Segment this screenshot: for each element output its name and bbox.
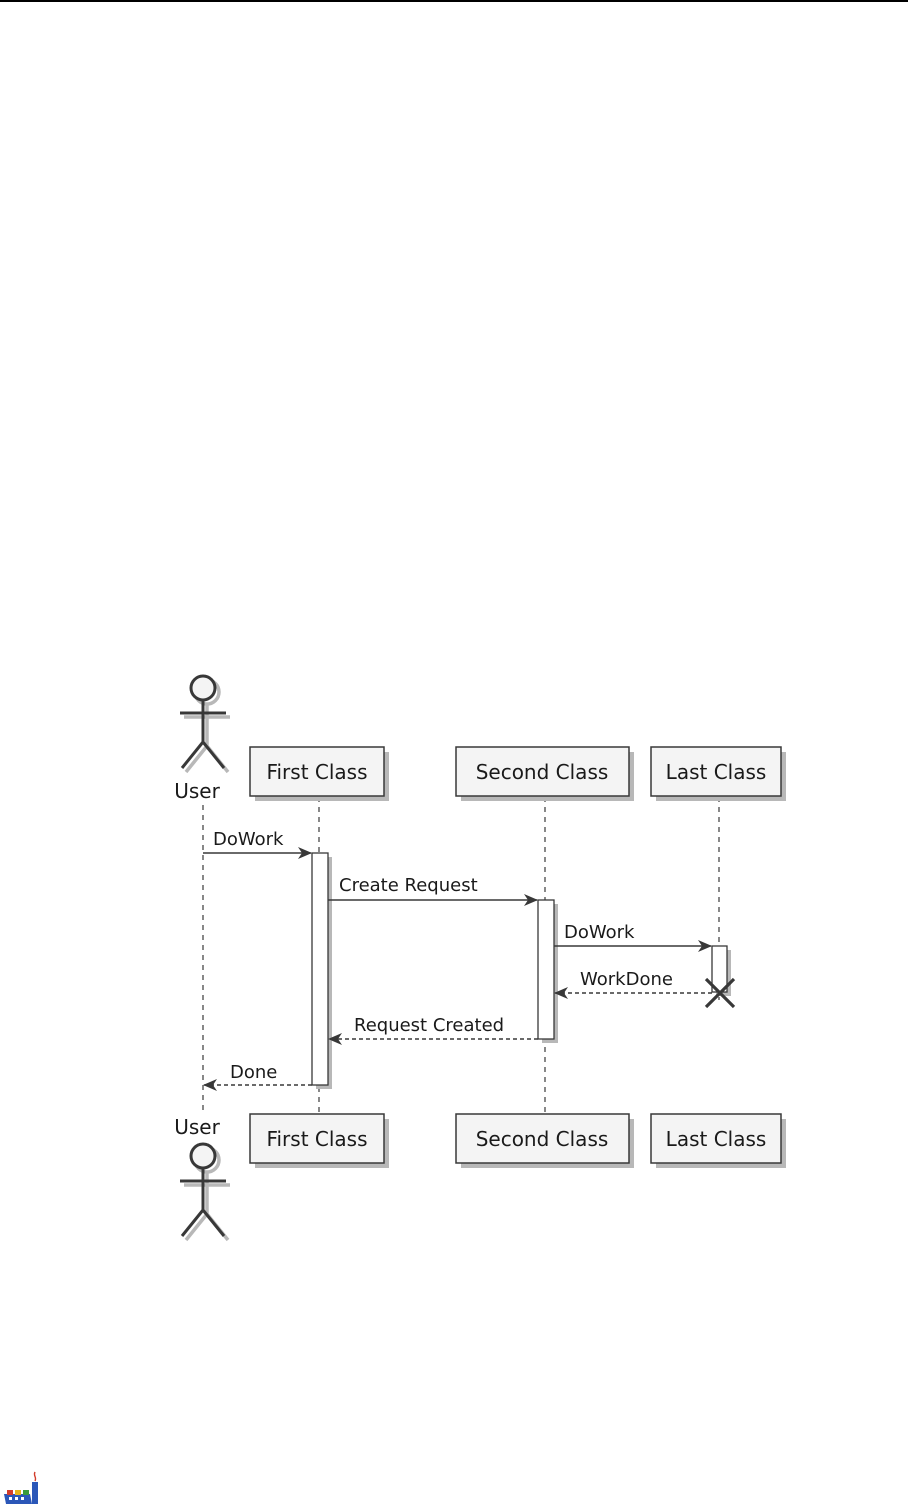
message-label: DoWork — [564, 922, 635, 943]
message-label: Request Created — [354, 1015, 504, 1036]
actor-label-user-top: User — [174, 779, 220, 803]
participant-label: Last Class — [666, 760, 767, 784]
message-request-created: Request Created — [328, 1015, 538, 1045]
participant-label: Second Class — [476, 760, 609, 784]
message-label: Create Request — [339, 875, 478, 896]
top-rule — [0, 0, 908, 2]
message-dowork-1: DoWork — [203, 829, 312, 859]
message-label: DoWork — [213, 829, 284, 850]
participant-box-first-top: First Class — [249, 746, 389, 801]
participant-label: First Class — [266, 1127, 367, 1151]
participant-label: Last Class — [666, 1127, 767, 1151]
participant-box-first-bottom: First Class — [249, 1113, 389, 1168]
destroy-icon — [704, 977, 736, 1009]
participant-box-second-bottom: Second Class — [455, 1113, 634, 1168]
message-workdone: WorkDone — [554, 969, 712, 999]
message-done: Done — [203, 1062, 312, 1091]
actor-label-user-bottom: User — [174, 1115, 220, 1139]
participant-box-last-bottom: Last Class — [650, 1113, 786, 1168]
document-logo-icon — [4, 1471, 38, 1504]
actor-icon-user-bottom — [180, 1142, 230, 1242]
message-label: WorkDone — [580, 969, 673, 990]
message-label: Done — [230, 1062, 277, 1083]
message-dowork-2: DoWork — [554, 922, 712, 952]
actor-icon-user-top — [180, 674, 230, 774]
participant-box-second-top: Second Class — [455, 746, 634, 801]
participant-label: First Class — [266, 760, 367, 784]
participant-box-last-top: Last Class — [650, 746, 786, 801]
message-create-request: Create Request — [328, 875, 538, 906]
participant-label: Second Class — [476, 1127, 609, 1151]
